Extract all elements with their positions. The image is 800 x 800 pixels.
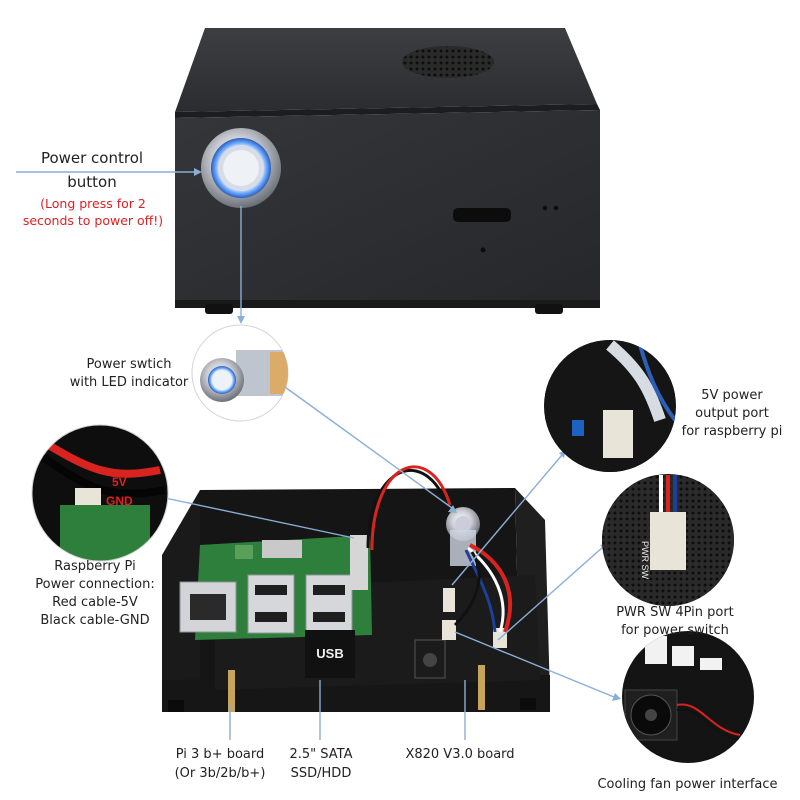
pwr-sw-label-1: PWR SW 4Pin port (616, 605, 734, 620)
zoom-5v-output (544, 340, 676, 472)
power-button-warning-2: seconds to power off!) (22, 213, 164, 228)
open-case: USB (162, 465, 550, 712)
output-5v-label-3: for raspberry pi (681, 424, 783, 439)
silk-5v: 5V (112, 475, 127, 489)
zoom-pwr-sw-port: PWR SW (602, 474, 734, 606)
silk-gnd: GND (106, 494, 133, 508)
power-button-icon (201, 128, 281, 208)
card-slot (453, 208, 511, 222)
power-switch-label-2: with LED indicator (69, 375, 189, 390)
x820-label: X820 V3.0 board (405, 747, 515, 762)
pi-power-label-1: Raspberry Pi (54, 559, 136, 574)
power-button-warning-1: (Long press for 2 (40, 196, 146, 211)
pi-power-label-4: Black cable-GND (40, 613, 150, 628)
power-button-label-1: Power control (40, 149, 144, 167)
usb-silkscreen: USB (316, 646, 343, 661)
zoom-cooling-fan (622, 631, 754, 763)
silk-pwr-sw: PWR SW (640, 541, 650, 580)
fan-grille (402, 46, 494, 78)
pi-board-label-1: Pi 3 b+ board (175, 747, 265, 762)
power-switch-label-1: Power swtich (86, 357, 172, 372)
sata-label-2: SSD/HDD (290, 766, 352, 781)
output-5v-label-1: 5V power (701, 388, 763, 403)
sata-label-1: 2.5" SATA (289, 747, 353, 762)
pi-power-label-3: Red cable-5V (52, 595, 138, 610)
output-5v-label-2: output port (695, 406, 769, 421)
closed-case (175, 28, 600, 314)
fan-label: Cooling fan power interface (597, 777, 778, 792)
power-button-label-2: button (67, 173, 117, 191)
zoom-pi-power: 5V GND (31, 424, 169, 562)
zoom-power-switch (191, 324, 289, 422)
pwr-sw-label-2: for power switch (621, 623, 729, 638)
pi-board-label-2: (Or 3b/2b/b+) (174, 766, 266, 781)
pi-power-label-2: Power connection: (35, 577, 155, 592)
